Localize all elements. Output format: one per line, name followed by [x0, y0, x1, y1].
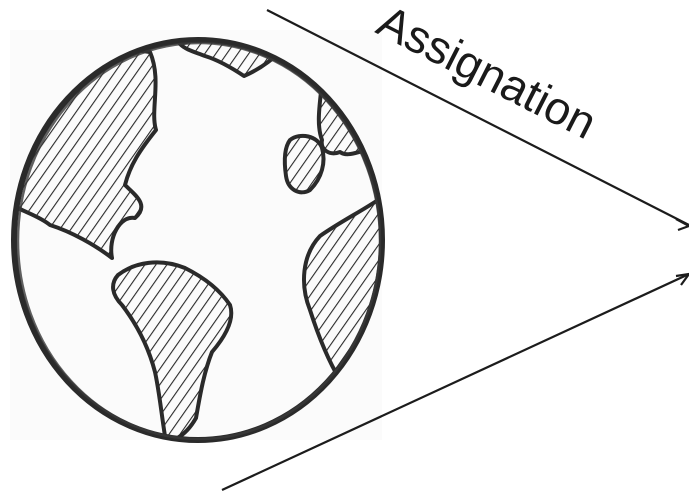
island — [285, 136, 324, 192]
continent-south-america — [113, 262, 231, 442]
lower-line — [222, 274, 689, 490]
continent-africa — [304, 200, 384, 380]
lower-arrow — [222, 274, 689, 490]
assignation-label: Assignation — [369, 0, 605, 149]
globe-icon — [14, 37, 384, 442]
